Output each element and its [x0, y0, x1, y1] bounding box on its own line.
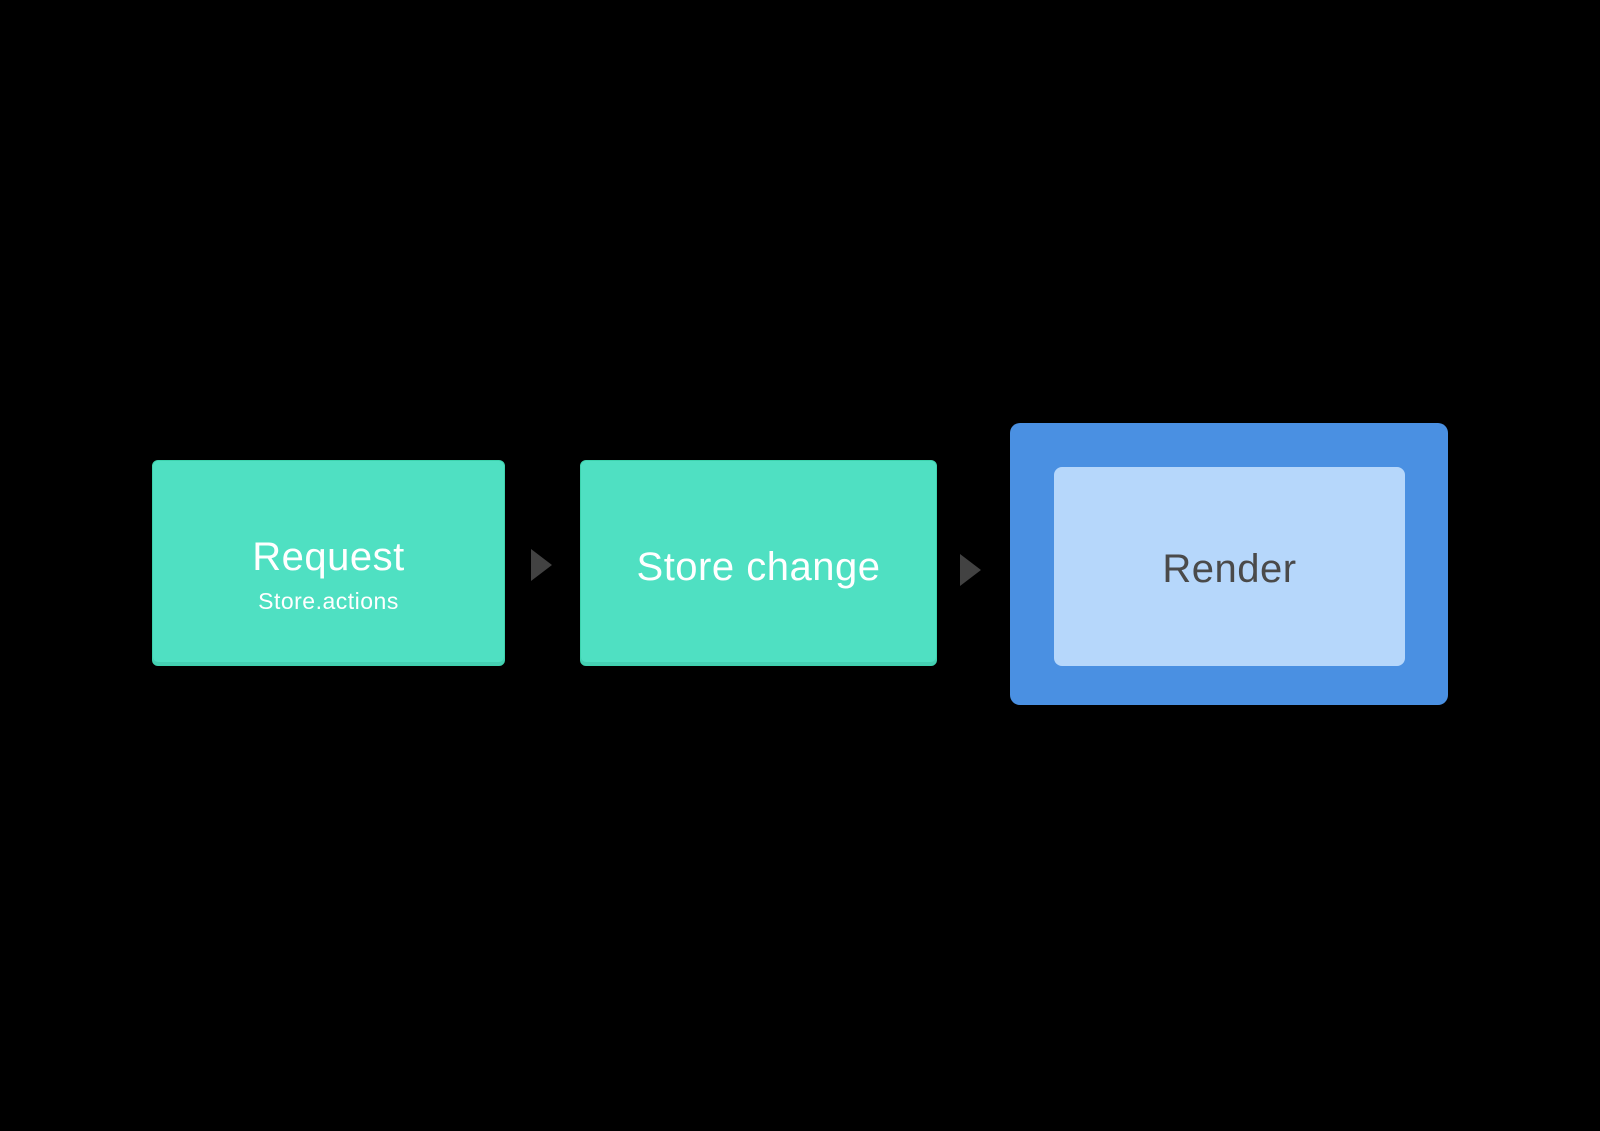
- flow-arrow-icon: [531, 549, 552, 581]
- store-change-node-content: Store change: [637, 543, 881, 591]
- request-node-content: Request Store.actions: [252, 533, 404, 615]
- store-change-node-title: Store change: [636, 545, 881, 589]
- request-node-subtitle: Store.actions: [258, 588, 399, 614]
- request-node: Request Store.actions: [152, 460, 505, 666]
- render-node-title: Render: [1162, 546, 1297, 591]
- render-node-frame: Render: [1010, 423, 1448, 705]
- flow-arrow-icon: [960, 554, 981, 586]
- render-node-inner: Render: [1054, 467, 1405, 666]
- request-node-title: Request: [252, 535, 405, 579]
- store-change-node: Store change: [580, 460, 937, 666]
